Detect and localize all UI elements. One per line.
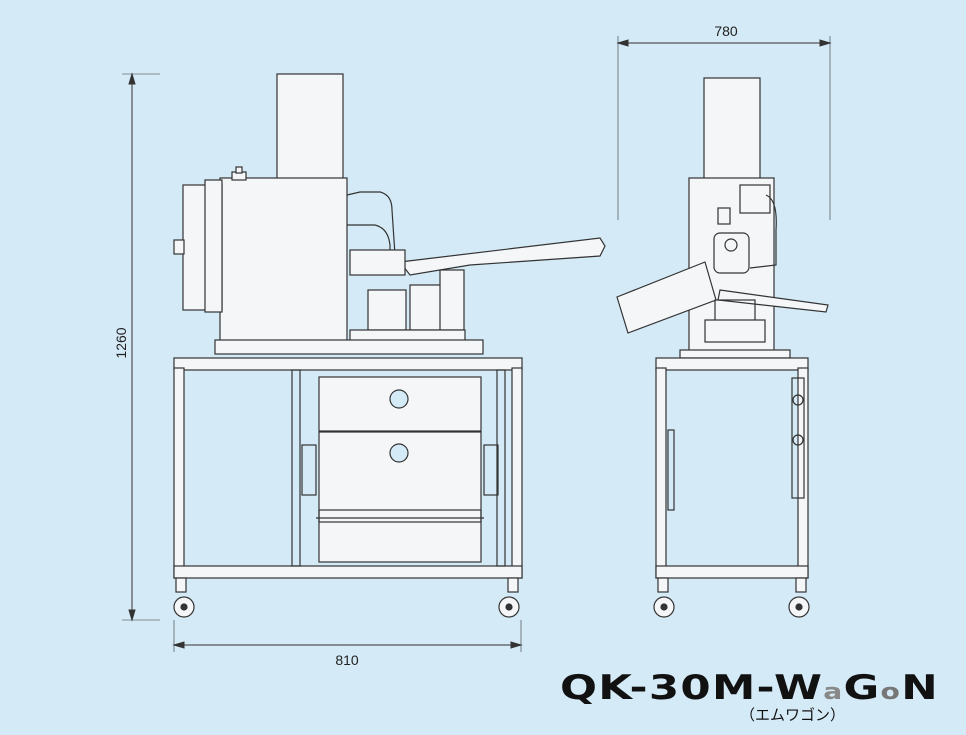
model-name-part2: a — [823, 680, 844, 705]
height-label: 1260 — [113, 327, 129, 358]
model-reading: （エムワゴン） — [740, 706, 846, 724]
side-width-label: 810 — [335, 652, 359, 668]
height-dimension-line — [122, 72, 160, 622]
side-view-machine — [173, 73, 606, 618]
model-name-part3: G — [843, 668, 881, 708]
front-width-label: 780 — [714, 23, 738, 39]
side-width-dimension-line — [172, 620, 523, 652]
front-view-machine — [616, 77, 829, 618]
model-name-part4: o — [880, 680, 902, 705]
model-name-part1: QK-30M-W — [560, 668, 824, 708]
front-width-dimension-line — [616, 36, 832, 220]
model-name-part5: N — [901, 668, 939, 708]
model-name: QK-30M-WaGoN — [560, 668, 939, 708]
